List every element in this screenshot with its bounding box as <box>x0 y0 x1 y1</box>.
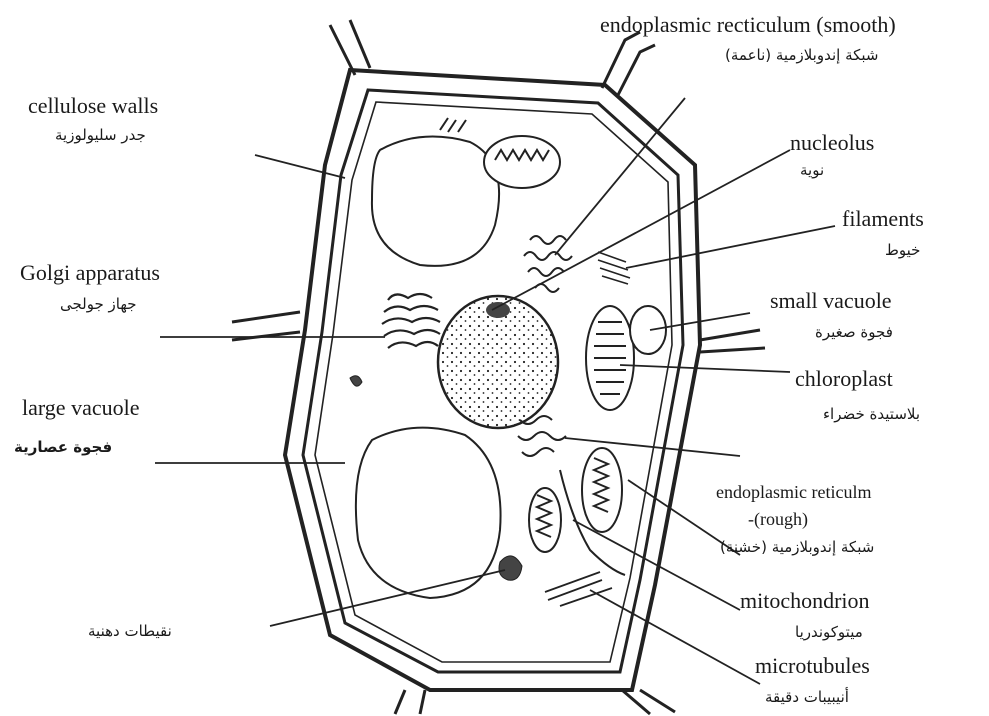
cellulose-walls-arabic-label: جدر سليولوزية <box>55 128 146 143</box>
er-rough-arabic-label: شبكة إندوبلازمية (خشنة) <box>720 540 874 555</box>
golgi-label: Golgi apparatus <box>20 262 160 284</box>
large-vacuole-label: large vacuole <box>22 397 139 419</box>
er-rough-label: endoplasmic reticulm <box>716 483 871 501</box>
er-rough-label-2: -(rough) <box>748 510 808 528</box>
filaments-shape <box>598 252 630 284</box>
microtubules-label: microtubules <box>755 655 870 677</box>
chloroplast-arabic-label: بلاستيدة خضراء <box>823 407 920 422</box>
large-vacuole-arabic-label: فجوة عصارية <box>14 440 112 455</box>
filaments-label: filaments <box>842 208 924 230</box>
mitochondrion-arabic-label: ميتوكوندريا <box>795 625 863 640</box>
nucleus <box>438 296 558 428</box>
filaments-arabic-label: خيوط <box>885 243 920 258</box>
small-vacuole-arabic-label: فجوة صغيرة <box>815 325 893 340</box>
er-smooth-label: endoplasmic recticulum (smooth) <box>600 14 896 36</box>
golgi-arabic-label: جهاز جولجى <box>60 297 137 312</box>
small-vacuole-shape <box>630 306 666 354</box>
microtubules-shape <box>545 572 612 606</box>
fat-droplets-arabic-label: نقيطات دهنية <box>88 624 172 639</box>
nucleolus-label: nucleolus <box>790 132 874 154</box>
mitochondrion-label: mitochondrion <box>740 590 870 612</box>
cellulose-walls-label: cellulose walls <box>28 95 158 117</box>
large-vacuole-shape <box>356 428 501 598</box>
nucleolus-arabic-label: نوية <box>800 163 824 178</box>
top-small-bodies <box>440 118 466 132</box>
chloroplast-shape <box>586 306 634 410</box>
microtubules-arabic-label: أنيبيبات دقيقة <box>765 690 849 705</box>
chloroplast-label: chloroplast <box>795 368 893 390</box>
golgi-shape <box>382 294 440 348</box>
small-vacuole-label: small vacuole <box>770 290 892 312</box>
upper-vacuole <box>372 137 499 266</box>
er-smooth-arabic-label: شبكة إندوبلازمية (ناعمة) <box>725 48 879 63</box>
